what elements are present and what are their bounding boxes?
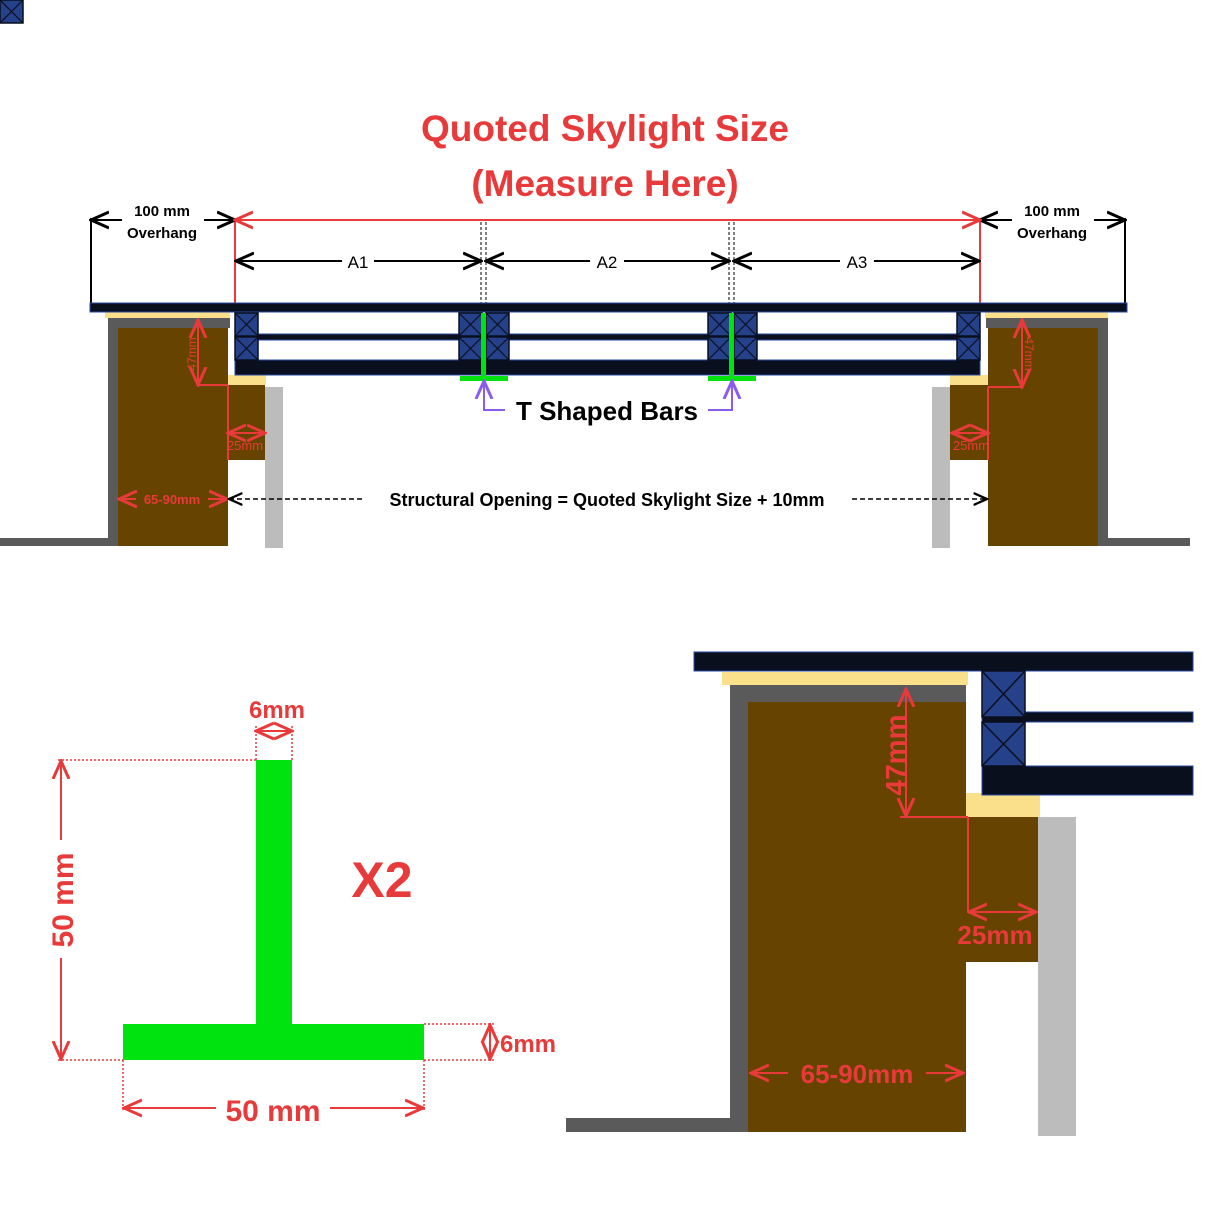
svg-text:47mm: 47mm [185,337,199,370]
svg-text:Overhang: Overhang [127,225,197,242]
svg-text:50 mm: 50 mm [225,1095,320,1128]
t-profile: 6mm 50 mm 6mm 50 mm X2 [47,697,556,1128]
svg-text:47mm: 47mm [880,715,911,796]
svg-text:100 mm: 100 mm [1024,203,1080,220]
top-dimensions: 47mm 25mm 47mm 25mm 65-90mm [119,320,1036,507]
left-wall [0,312,283,548]
section-a3: A3 [847,253,868,272]
section-a2: A2 [597,253,618,272]
title-line-1: Quoted Skylight Size [421,108,789,149]
svg-text:25mm: 25mm [957,920,1032,950]
svg-text:50 mm: 50 mm [47,852,80,947]
skylight-frame [0,0,1128,376]
svg-text:65-90mm: 65-90mm [144,492,200,507]
section-a1: A1 [348,253,369,272]
structural-opening-dimension: Structural Opening = Quoted Skylight Siz… [229,490,987,510]
overhang-right-dimension: 100 mm Overhang [980,203,1125,305]
svg-text:T Shaped Bars: T Shaped Bars [516,396,698,426]
svg-text:25mm: 25mm [227,438,263,453]
quantity-label: X2 [351,852,412,908]
svg-text:Overhang: Overhang [1017,225,1087,242]
svg-text:100 mm: 100 mm [134,203,190,220]
overhang-left-dimension: 100 mm Overhang [91,203,235,305]
detail-view: 47mm 25mm 65-90mm [566,651,1194,1136]
svg-text:Structural Opening = Quoted Sk: Structural Opening = Quoted Skylight Siz… [389,490,824,510]
svg-text:25mm: 25mm [953,438,989,453]
svg-text:65-90mm: 65-90mm [801,1059,914,1089]
svg-text:6mm: 6mm [500,1031,556,1058]
section-dimensions: A1 A2 A3 [236,222,979,310]
t-bars-callout: T Shaped Bars [484,381,732,426]
svg-text:47mm: 47mm [1022,337,1036,370]
t-bars [460,313,756,381]
svg-text:6mm: 6mm [249,697,305,724]
right-wall [932,312,1190,548]
title-line-2: (Measure Here) [471,163,738,204]
